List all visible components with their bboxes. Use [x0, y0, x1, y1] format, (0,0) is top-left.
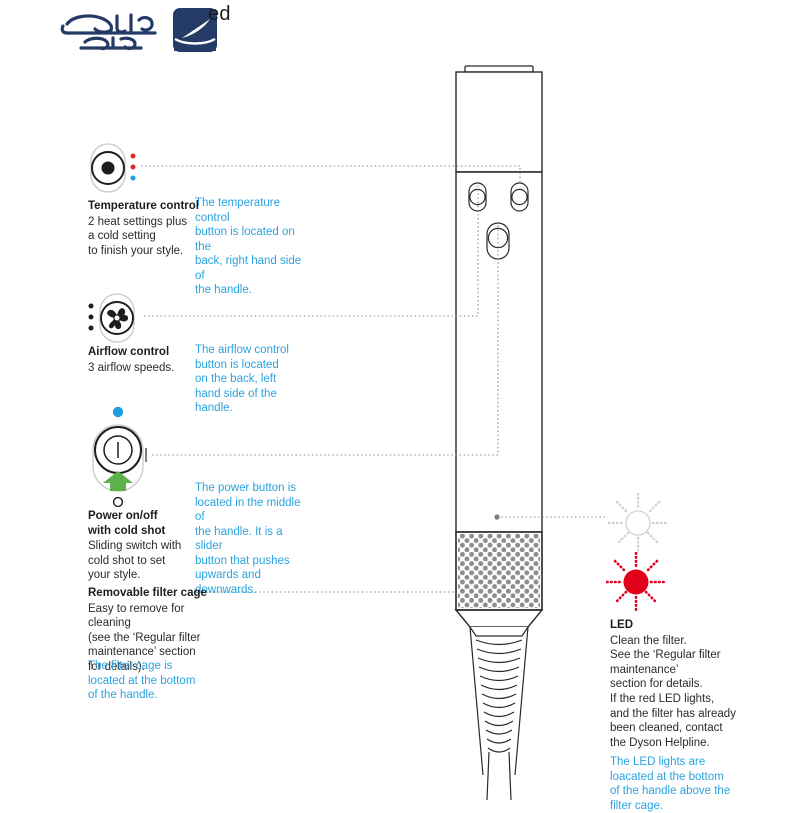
annotation-filter-cage-note: The filter cage is located at the bottom…: [88, 659, 213, 703]
airflow-note-text: The airflow control button is located on…: [195, 344, 289, 414]
temperature-title: Temperature control: [88, 200, 199, 212]
led-body: Clean the filter. See the ‘Regular filte…: [610, 634, 721, 691]
power-body: Sliding switch with cold shot to set you…: [88, 540, 182, 581]
cord-coil: [469, 626, 529, 776]
hair-dryer-illustration: [454, 65, 544, 628]
annotation-temperature-note: The temperature control button is locate…: [195, 196, 305, 298]
led-body-2: If the red LED lights, and the filter ha…: [610, 693, 736, 749]
annotation-led-secondary: If the red LED lights, and the filter ha…: [610, 692, 750, 750]
led-on-sunburst-icon: [605, 551, 667, 613]
annotation-airflow: Airflow control 3 airflow speeds.: [88, 345, 208, 375]
led-note-text: The LED lights are loacated at the botto…: [610, 756, 731, 812]
cold-shot-arrow: [103, 471, 133, 491]
power-slider-button[interactable]: [486, 222, 510, 260]
filter-cage-title: Removable filter cage: [88, 587, 207, 599]
led-off-sunburst-icon: [607, 492, 669, 554]
airflow-button[interactable]: [468, 182, 487, 212]
temperature-note-text: The temperature control button is locate…: [195, 197, 302, 296]
airflow-body: 3 airflow speeds.: [88, 361, 175, 374]
annotation-temperature: Temperature control 2 heat settings plus…: [88, 199, 208, 258]
airflow-title: Airflow control: [88, 346, 170, 358]
cord-shoulder: [469, 626, 529, 637]
page-header: Dyson Supersonic: [0, 0, 800, 58]
header-trailing-text: ed: [208, 3, 231, 25]
led-indicator-dot: [494, 514, 500, 520]
power-slider-icon: [82, 403, 162, 508]
annotation-led-note: The LED lights are loacated at the botto…: [610, 755, 755, 813]
temperature-button[interactable]: [510, 182, 529, 212]
airflow-control-icon: [86, 289, 148, 347]
filter-cage-body: Easy to remove for cleaning (see the ‘Re…: [88, 602, 201, 673]
power-title: Power on/off with cold shot: [88, 510, 166, 537]
annotation-power-note: The power button is located in the middl…: [195, 481, 310, 597]
temperature-control-icon: [86, 139, 146, 197]
filter-cage-mesh: [455, 531, 543, 611]
annotation-led: LED Clean the filter. See the ‘Regular f…: [610, 618, 745, 692]
annotation-power: Power on/off with cold shot Sliding swit…: [88, 509, 213, 583]
annotation-airflow-note: The airflow control button is located on…: [195, 343, 295, 416]
power-blue-dot: [112, 406, 124, 418]
annotation-filter-cage: Removable filter cage Easy to remove for…: [88, 586, 213, 674]
power-cable: [486, 751, 512, 800]
temperature-body: 2 heat settings plus a cold setting to f…: [88, 215, 188, 257]
technolife-logo: [55, 6, 245, 54]
led-title: LED: [610, 619, 633, 631]
power-note-text: The power button is located in the middl…: [195, 482, 301, 596]
filter-cage-note-text: The filter cage is located at the bottom…: [88, 660, 196, 701]
